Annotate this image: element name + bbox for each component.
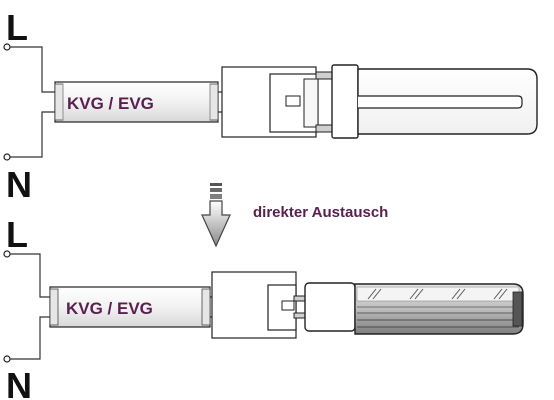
exchange-caption: direkter Austausch (253, 204, 388, 221)
top-ballast: KVG / EVG (54, 81, 219, 123)
top-line-terminal (3, 43, 11, 51)
top-socket (221, 66, 319, 138)
top-lamp-base (331, 64, 359, 139)
bottom-line-terminal (3, 250, 11, 258)
bottom-ballast: KVG / EVG (49, 286, 211, 328)
bottom-neutral-label: N (6, 365, 32, 400)
exchange-arrow (201, 183, 231, 248)
top-wires (10, 46, 62, 158)
bottom-socket (211, 271, 297, 339)
top-ballast-label: KVG / EVG (67, 94, 154, 113)
top-neutral-terminal (3, 153, 11, 161)
top-neutral-label: N (6, 164, 32, 205)
bottom-neutral-terminal (3, 355, 11, 363)
bottom-ballast-label: KVG / EVG (66, 299, 153, 318)
top-line-label: L (6, 7, 28, 48)
bottom-line-label: L (6, 214, 28, 255)
bottom-assembly: L N KVG / EVG (3, 214, 524, 400)
top-assembly: L N KVG / EVG (3, 7, 538, 205)
bottom-led-tube (354, 283, 524, 335)
bottom-wires (10, 253, 58, 360)
bottom-led-base (304, 282, 356, 332)
top-pl-lamp-tube (357, 68, 538, 135)
